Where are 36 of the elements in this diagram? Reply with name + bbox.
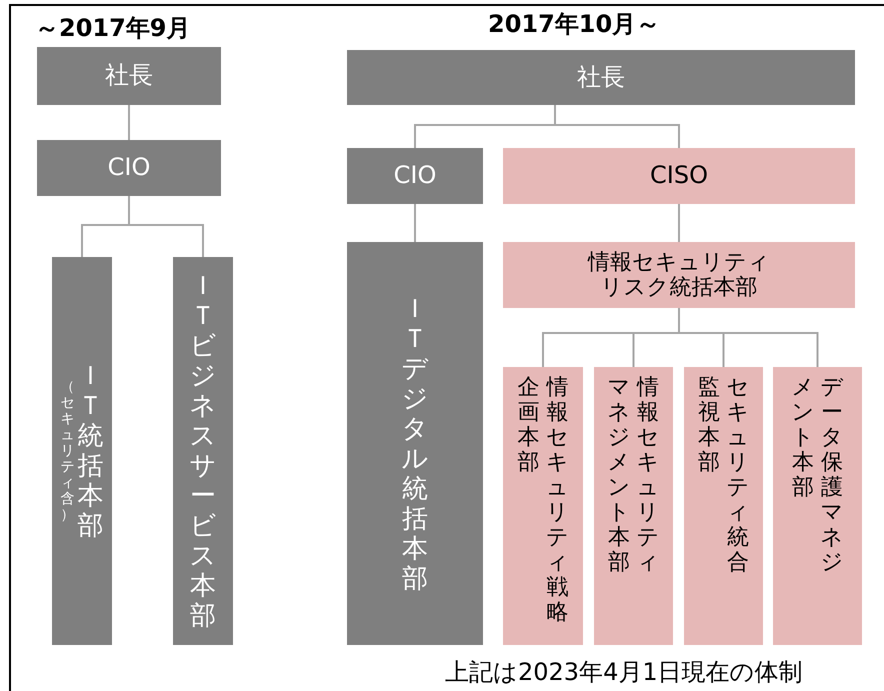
connector-line (128, 196, 204, 257)
connector-line (678, 204, 680, 242)
period-heading: ～2017年9月 (35, 13, 190, 44)
role-box (347, 50, 855, 105)
box-label: ＩＴビジネスサービス本部 (188, 271, 218, 631)
role-box (503, 148, 855, 204)
footnote: 上記は2023年4月1日現在の体制 (445, 657, 803, 688)
role-box (37, 47, 221, 105)
role-box (347, 148, 483, 204)
connector-line (414, 204, 416, 242)
connector-line (554, 105, 680, 148)
box-label: 社長 (577, 64, 625, 92)
connector-line (678, 308, 818, 367)
period-heading: 2017年10月～ (488, 9, 660, 40)
connector-line (128, 105, 130, 140)
role-box (37, 140, 221, 196)
box-label: 情報セキュリティリスク統括本部 (586, 250, 771, 300)
department-box (52, 257, 112, 645)
department-box (594, 367, 673, 645)
department-box (173, 257, 233, 645)
department-box (503, 367, 583, 645)
box-label: セキュリティ統合監視本部 (697, 375, 750, 575)
department-box (684, 367, 763, 645)
box-label: ＩＴデジタル統括本部 (400, 294, 430, 594)
role-box (503, 242, 855, 308)
box-label: CISO (650, 162, 708, 190)
box-label: CIO (108, 154, 150, 182)
box-label: ＩＴ統括本部 (76, 361, 104, 541)
box-label: 情報セキュリティマネジメント本部 (606, 375, 660, 575)
department-box (773, 367, 862, 645)
box-label: CIO (394, 162, 436, 190)
box-label: データ保護マネジメント本部 (790, 375, 844, 575)
box-label: 情報セキュリティ戦略企画本部 (516, 375, 570, 625)
department-box (347, 242, 483, 645)
box-note: （セキュリティ含） (60, 379, 76, 523)
box-label: 社長 (105, 62, 153, 90)
